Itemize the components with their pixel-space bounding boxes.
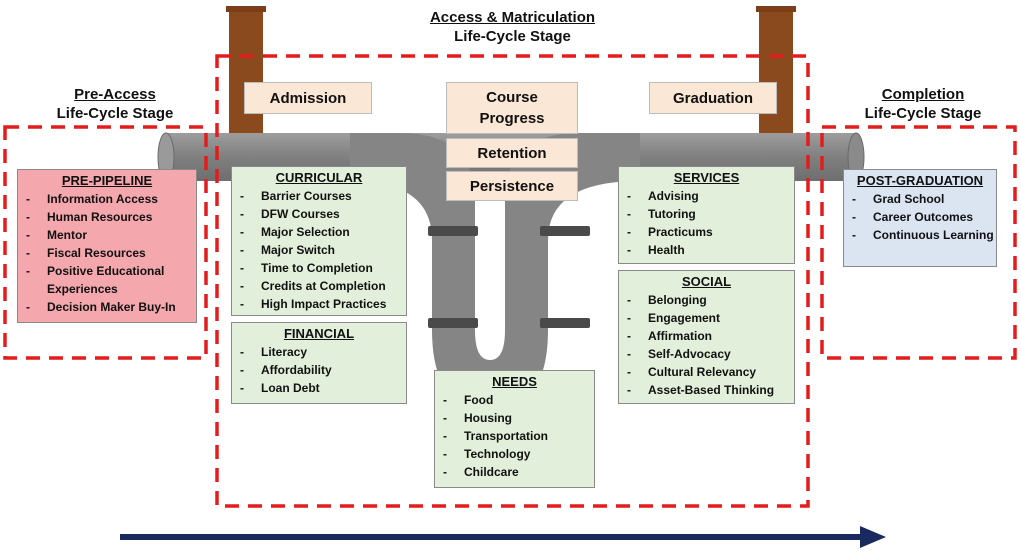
list-item: Continuous Learning: [850, 226, 996, 244]
admission-label: Admission: [244, 82, 372, 114]
access-stage-title: Access & Matriculation Life-Cycle Stage: [400, 8, 625, 46]
list-item: Loan Debt: [238, 379, 406, 397]
list-item: Credits at Completion: [238, 277, 406, 295]
course-progress-label: Course Progress: [446, 82, 578, 134]
list-item: Mentor: [24, 226, 196, 244]
list-item: Childcare: [441, 463, 594, 481]
pre-access-stage-heading: Pre-Access: [74, 86, 156, 103]
coupling-left-top: [428, 226, 478, 236]
list-item: Housing: [441, 409, 594, 427]
list-item: Information Access: [24, 190, 196, 208]
retention-label: Retention: [446, 138, 578, 168]
post-graduation-title: POST-GRADUATION: [856, 173, 984, 188]
access-stage-border: [215, 54, 810, 508]
pre-pipeline-box: PRE-PIPELINE Information Access Human Re…: [17, 169, 197, 323]
list-item: Literacy: [238, 343, 406, 361]
curricular-title: CURRICULAR: [275, 170, 363, 185]
pre-access-stage-title: Pre-Access Life-Cycle Stage: [40, 85, 190, 123]
completion-stage-subtitle: Life-Cycle Stage: [864, 105, 982, 122]
right-post: [759, 6, 793, 146]
list-item: Practicums: [625, 223, 794, 241]
graduation-label: Graduation: [649, 82, 777, 114]
completion-stage-title: Completion Life-Cycle Stage: [848, 85, 998, 123]
list-item: Advising: [625, 187, 794, 205]
needs-title: NEEDS: [492, 374, 537, 389]
list-item: Decision Maker Buy-In: [24, 298, 196, 316]
pre-pipeline-title: PRE-PIPELINE: [61, 173, 153, 188]
pre-access-stage-subtitle: Life-Cycle Stage: [56, 105, 174, 122]
left-post: [229, 6, 263, 146]
list-item: Grad School: [850, 190, 996, 208]
list-item: Asset-Based Thinking: [625, 381, 794, 399]
list-item: Transportation: [441, 427, 594, 445]
coupling-left-bottom: [428, 318, 478, 328]
list-item: Positive Educational Experiences: [24, 262, 196, 298]
list-item: Health: [625, 241, 794, 259]
list-item: Fiscal Resources: [24, 244, 196, 262]
social-box: SOCIAL Belonging Engagement Affirmation …: [618, 270, 795, 404]
list-item: Time to Completion: [238, 259, 406, 277]
list-item: Self-Advocacy: [625, 345, 794, 363]
coupling-right-bottom: [540, 318, 590, 328]
list-item: DFW Courses: [238, 205, 406, 223]
list-item: Tutoring: [625, 205, 794, 223]
list-item: Belonging: [625, 291, 794, 309]
list-item: Human Resources: [24, 208, 196, 226]
social-title: SOCIAL: [681, 274, 732, 289]
post-graduation-box: POST-GRADUATION Grad School Career Outco…: [843, 169, 997, 267]
pre-access-stage-border: [3, 125, 208, 360]
list-item: Engagement: [625, 309, 794, 327]
completion-stage-border: [820, 125, 1017, 360]
list-item: Food: [441, 391, 594, 409]
access-stage-subtitle: Life-Cycle Stage: [454, 28, 571, 45]
timeline-arrow-head: [860, 526, 886, 548]
persistence-label: Persistence: [446, 171, 578, 201]
access-stage-heading: Access & Matriculation: [429, 9, 596, 26]
financial-title: FINANCIAL: [283, 326, 355, 341]
coupling-right-top: [540, 226, 590, 236]
curricular-box: CURRICULAR Barrier Courses DFW Courses M…: [231, 166, 407, 316]
right-post-cap: [756, 6, 796, 12]
left-post-cap: [226, 6, 266, 12]
financial-box: FINANCIAL Literacy Affordability Loan De…: [231, 322, 407, 404]
list-item: Major Switch: [238, 241, 406, 259]
list-item: Cultural Relevancy: [625, 363, 794, 381]
list-item: High Impact Practices: [238, 295, 406, 313]
list-item: Major Selection: [238, 223, 406, 241]
services-title: SERVICES: [673, 170, 740, 185]
list-item: Affordability: [238, 361, 406, 379]
needs-box: NEEDS Food Housing Transportation Techno…: [434, 370, 595, 488]
list-item: Barrier Courses: [238, 187, 406, 205]
completion-stage-heading: Completion: [881, 86, 965, 103]
list-item: Career Outcomes: [850, 208, 996, 226]
u-trap-body: [350, 133, 640, 410]
services-box: SERVICES Advising Tutoring Practicums He…: [618, 166, 795, 264]
list-item: Technology: [441, 445, 594, 463]
list-item: Affirmation: [625, 327, 794, 345]
